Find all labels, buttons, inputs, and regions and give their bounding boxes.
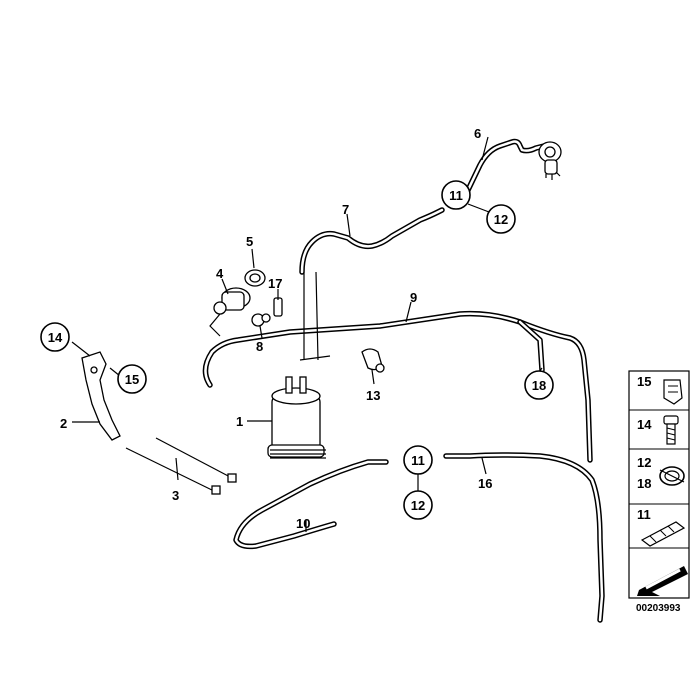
circled-12-top: 12 (486, 204, 516, 234)
hose-9 (202, 310, 593, 463)
hose-10 (233, 459, 389, 550)
label-4: 4 (216, 266, 224, 281)
pump-part (209, 287, 251, 337)
hose-16 (443, 452, 605, 623)
label-3: 3 (172, 488, 179, 503)
hose-clamp-icon (659, 466, 685, 486)
circled-11-bottom: 11 (403, 445, 433, 475)
circled-18: 18 (524, 370, 554, 400)
svg-text:14: 14 (48, 330, 63, 345)
circled-15: 15 (117, 364, 147, 394)
legend-label-14: 14 (637, 417, 652, 432)
legend-label-12: 12 (637, 455, 651, 470)
label-7: 7 (342, 202, 349, 217)
svg-text:18: 18 (532, 378, 546, 393)
label-5: 5 (246, 234, 253, 249)
leader-lines (71, 136, 543, 532)
label-9: 9 (410, 290, 417, 305)
connector-lines (299, 271, 331, 361)
svg-text:11: 11 (411, 453, 425, 468)
legend-label-11: 11 (637, 507, 651, 522)
fitting-part (251, 313, 271, 327)
svg-text:15: 15 (125, 372, 139, 387)
bracket-part (81, 351, 121, 441)
cable-ties-part (125, 437, 237, 495)
valve-part (538, 141, 562, 180)
hose-6 (465, 138, 547, 193)
label-10: 10 (296, 516, 310, 531)
diagram-code: 00203993 (636, 603, 681, 614)
connector-icon (640, 521, 686, 547)
hose-9-branch (517, 319, 545, 373)
screw-icon (663, 415, 679, 445)
connector-part (273, 297, 283, 317)
svg-text:11: 11 (449, 188, 463, 203)
circled-11-top: 11 (441, 180, 471, 210)
label-16: 16 (478, 476, 492, 491)
parts-legend: 15 14 12 18 11 (628, 370, 690, 599)
label-17: 17 (268, 276, 282, 291)
circled-12-bottom: 12 (403, 490, 433, 520)
circled-14: 14 (40, 322, 70, 352)
clip-part (244, 269, 266, 287)
legend-label-18: 18 (637, 476, 651, 491)
legend-label-15: 15 (637, 374, 651, 389)
canister-part (267, 376, 326, 459)
label-1: 1 (236, 414, 243, 429)
label-13: 13 (366, 388, 380, 403)
label-2: 2 (60, 416, 67, 431)
svg-text:12: 12 (411, 498, 425, 513)
hose-7 (299, 207, 445, 275)
label-8: 8 (256, 339, 263, 354)
svg-text:12: 12 (494, 212, 508, 227)
label-6: 6 (474, 126, 481, 141)
arrow-icon (637, 566, 688, 596)
clamp-part (361, 348, 385, 373)
